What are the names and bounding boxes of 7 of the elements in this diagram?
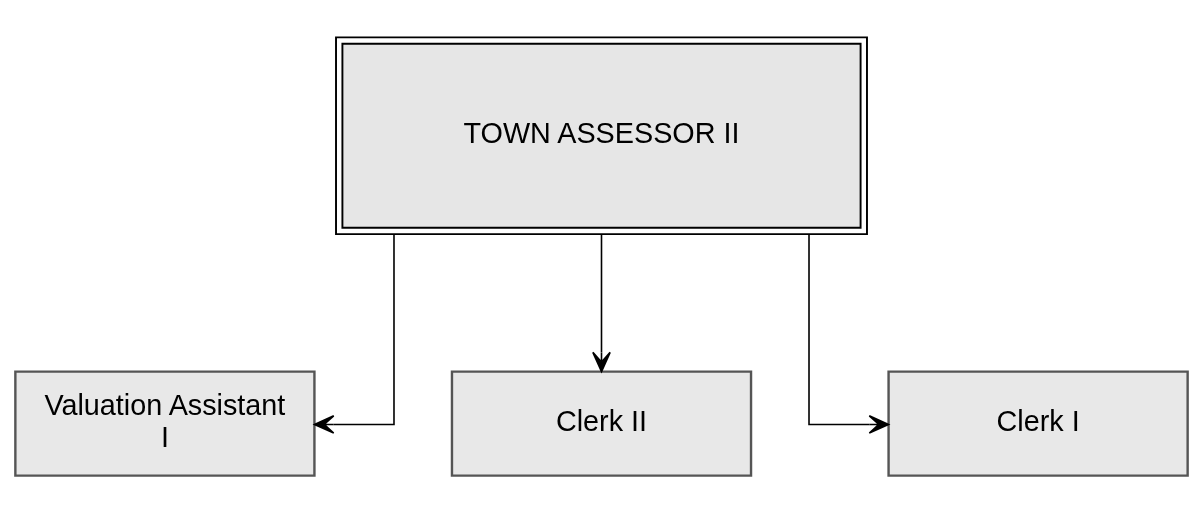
node-box: Clerk II bbox=[450, 369, 753, 477]
node-box: Valuation Assistant I bbox=[14, 369, 316, 477]
arrow bbox=[313, 233, 395, 434]
node-box: TOWN ASSESSOR II bbox=[335, 35, 868, 235]
node-box: Clerk I bbox=[887, 369, 1189, 477]
arrow bbox=[808, 233, 890, 434]
arrow bbox=[592, 233, 611, 372]
